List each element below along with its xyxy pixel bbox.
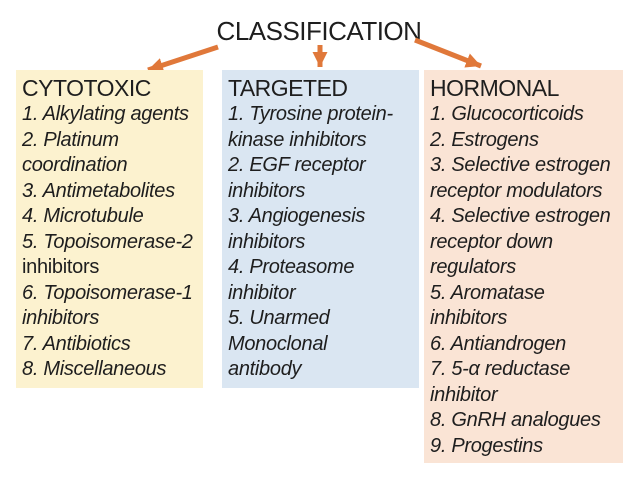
list-line: inhibitors (22, 256, 100, 278)
list-line: 1. Alkylating agents (22, 103, 189, 125)
column-items-hormonal: 1. Glucocorticoids 2. Estrogens 3. Selecti… (430, 102, 621, 459)
list-line: inhibitor (228, 281, 296, 304)
list-line: coordination (22, 154, 128, 176)
arrows-layer (147, 37, 482, 73)
list-line: 4. Proteasome (228, 256, 355, 278)
list-line: 6. Topoisomerase-1 (22, 281, 193, 304)
list-line: receptor modulators (430, 179, 603, 202)
list-line: kinase inhibitors (228, 128, 367, 151)
list-line: Monoclonal (228, 332, 328, 355)
column-items-cytotoxic: 1. Alkylating agents 2. Platinum coordinat… (22, 102, 201, 383)
column-header-cytotoxic: CYTOTOXIC (22, 75, 151, 101)
arrow-to-hormonal-icon (414, 37, 482, 69)
list-line: 2. Platinum (22, 128, 119, 151)
column-targeted: TARGETED 1. Tyrosine protein-kinase inhi… (222, 70, 419, 388)
list-line: inhibitor (430, 383, 498, 406)
column-header-targeted: TARGETED (228, 75, 348, 101)
list-line: 1. Tyrosine protein- (228, 103, 393, 125)
list-line: antibody (228, 358, 302, 380)
list-line: 9. Progestins (430, 434, 543, 457)
list-line: 7. 5-α reductase (430, 358, 571, 380)
list-line: 2. EGF receptor (228, 154, 366, 176)
list-line: 5. Unarmed (228, 307, 330, 329)
column-items-targeted: 1. Tyrosine protein-kinase inhibitors 2. … (228, 102, 417, 383)
list-line: 8. GnRH analogues (430, 409, 601, 431)
list-line: 7. Antibiotics (22, 332, 131, 355)
list-line: 3. Selective estrogen (430, 154, 611, 176)
column-hormonal: HORMONAL 1. Glucocorticoids 2. Estrogens 3… (424, 70, 623, 463)
list-line: 5. Topoisomerase-2 (22, 230, 193, 253)
list-line: 4. Selective estrogen (430, 205, 611, 227)
column-header-hormonal: HORMONAL (430, 75, 559, 101)
diagram-title: CLASSIFICATION (216, 16, 422, 46)
arrow-to-cytotoxic-icon (147, 44, 219, 73)
list-line: inhibitors (228, 179, 306, 202)
list-line: 3. Antimetabolites (22, 179, 175, 202)
column-cytotoxic: CYTOTOXIC 1. Alkylating agents 2. Platinu… (16, 70, 203, 388)
list-line: regulators (430, 256, 516, 278)
list-line: inhibitors (430, 307, 508, 329)
list-line: 5. Aromatase (430, 281, 545, 304)
list-line: 6. Antiandrogen (430, 332, 566, 355)
list-line: 8. Miscellaneous (22, 358, 167, 380)
list-line: 4. Microtubule (22, 205, 144, 227)
list-line: receptor down (430, 230, 553, 253)
list-line: 3. Angiogenesis (228, 205, 366, 227)
list-line: inhibitors (22, 307, 100, 329)
list-line: 1. Glucocorticoids (430, 103, 584, 125)
list-line: inhibitors (228, 230, 306, 253)
list-line: 2. Estrogens (430, 128, 539, 151)
